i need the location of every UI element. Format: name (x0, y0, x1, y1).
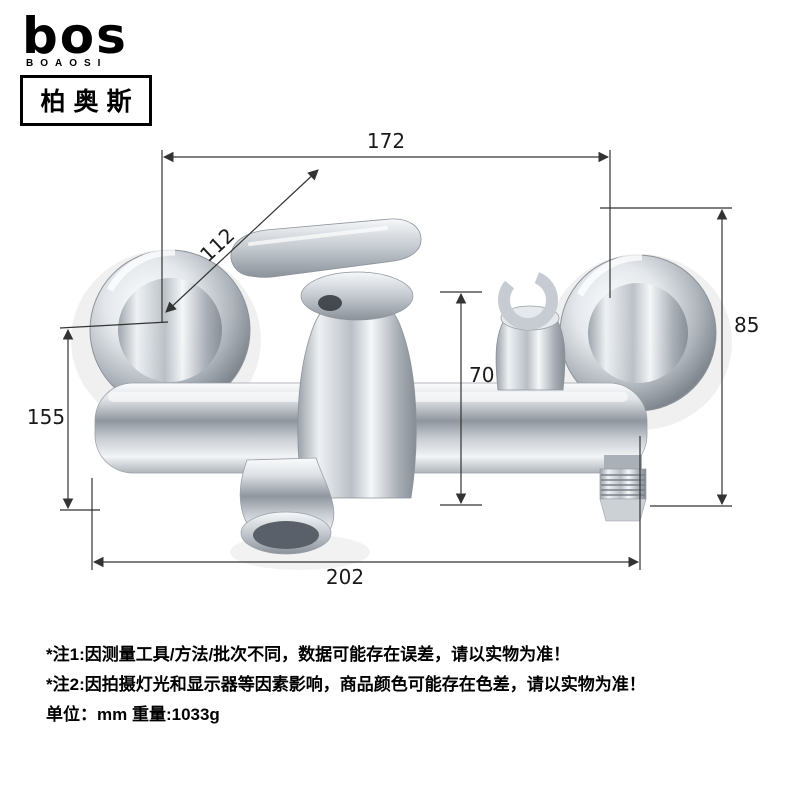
dim-label-left-height: 155 (27, 405, 65, 429)
footnotes: *注1:因测量工具/方法/批次不同，数据可能存在误差，请以实物为准！ *注2:因… (46, 640, 766, 730)
unit-weight: 单位：mm 重量:1033g (46, 705, 220, 724)
brand-logo: bos BOAOSI 柏奥斯 (20, 10, 152, 126)
dim-label-right-height: 85 (734, 313, 759, 337)
dim-155-ext-top (59, 321, 169, 329)
note-1: *注1:因测量工具/方法/批次不同，数据可能存在误差，请以实物为准！ (46, 645, 571, 664)
mixer-cap (300, 271, 414, 321)
dimension-lines (59, 150, 732, 570)
dim-label-center-height: 70 (469, 363, 494, 387)
faucet (89, 218, 717, 555)
right-flange-highlight (576, 253, 643, 297)
brand-logo-chinese: 柏奥斯 (20, 75, 152, 126)
mixer-handle (230, 218, 422, 278)
dim-112-line (165, 169, 319, 313)
right-flange-hub (588, 283, 688, 383)
product-image-faucet: 172 112 85 70 155 202 (27, 129, 760, 589)
note-2: *注2:因拍摄灯光和显示器等因素影响，商品颜色可能存在色差，请以实物为准！ (46, 675, 646, 694)
brand-logo-subtext: BOAOSI (26, 58, 108, 69)
dim-label-top-width: 172 (367, 129, 405, 153)
left-flange-hub (118, 278, 222, 382)
hose-outlet (599, 455, 647, 522)
spout-opening (253, 521, 319, 549)
dim-label-bottom-width: 202 (326, 565, 364, 589)
brand-logo-text: bos (22, 7, 128, 65)
holder-clamp-ring (498, 270, 558, 330)
diverter-hole (318, 295, 342, 311)
